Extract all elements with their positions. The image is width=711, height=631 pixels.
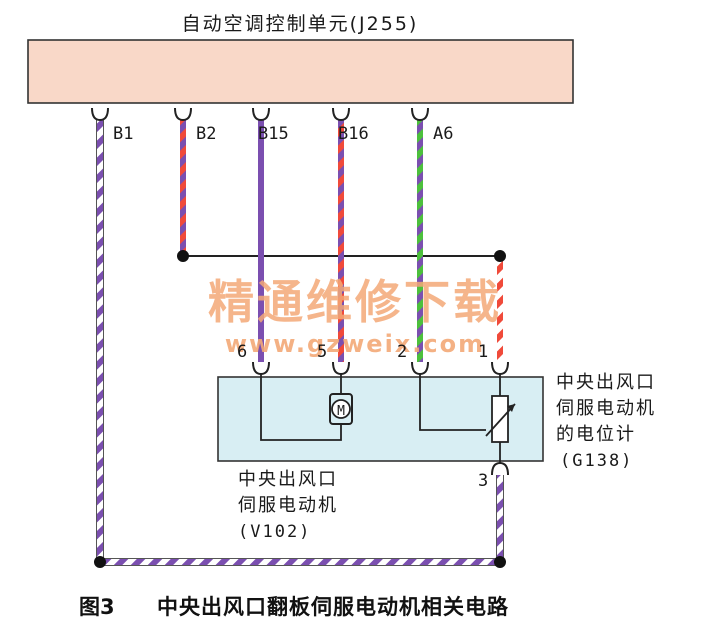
potentiometer-resistor-icon xyxy=(491,395,509,443)
pin-label-b15: B15 xyxy=(258,124,289,144)
motor-internal-wiring xyxy=(260,374,342,441)
connector-b1 xyxy=(91,107,109,122)
pot-name-line3: 的电位计 xyxy=(556,424,636,445)
junction-b2 xyxy=(177,250,189,262)
connector-pin3 xyxy=(491,461,509,476)
potentiometer-arrowhead-icon xyxy=(507,404,515,412)
connector-b2 xyxy=(174,107,192,122)
junctions xyxy=(94,250,506,568)
watermark-title: 精通维修下载 xyxy=(208,275,502,329)
connector-pin6 xyxy=(252,361,270,376)
junction-bottom-right xyxy=(494,556,506,568)
pin-label-5: 5 xyxy=(317,342,327,362)
controller-box xyxy=(27,39,574,104)
wire-b1 xyxy=(96,120,504,566)
pin-label-6: 6 xyxy=(237,342,247,362)
pin-label-b1: B1 xyxy=(113,124,133,144)
potentiometer-internal-wiring xyxy=(419,374,501,463)
pot-name-line2: 伺服电动机 xyxy=(556,398,656,419)
pin-label-3: 3 xyxy=(478,471,488,491)
pot-name-line1: 中央出风口 xyxy=(556,372,656,393)
motor-circle-icon xyxy=(331,399,351,419)
motor-symbol-label: M xyxy=(337,404,345,419)
pin-label-b16: B16 xyxy=(338,124,369,144)
connector-b16 xyxy=(332,107,350,122)
connector-a6 xyxy=(411,107,429,122)
motor-name-line2: 伺服电动机 xyxy=(238,495,338,516)
connector-pin5 xyxy=(332,361,350,376)
caption-text: 中央出风口翻板伺服电动机相关电路 xyxy=(157,595,509,619)
caption-figure: 图3 xyxy=(79,595,115,619)
pin-label-2: 2 xyxy=(397,342,407,362)
connector-pin2 xyxy=(411,361,429,376)
pot-name-line4: (G138) xyxy=(560,451,633,471)
pin-label-b2: B2 xyxy=(196,124,216,144)
connector-b15 xyxy=(252,107,270,122)
controller-title: 自动空调控制单元(J255) xyxy=(182,13,419,35)
pin-label-a6: A6 xyxy=(433,124,453,144)
junction-right xyxy=(494,250,506,262)
watermark-url: www.gzweix.com xyxy=(225,330,485,358)
connector-pin1 xyxy=(491,361,509,376)
motor-name-line3: (V102) xyxy=(238,522,311,542)
component-module-box xyxy=(217,376,544,462)
junction-bottom-left xyxy=(94,556,106,568)
controller-connectors xyxy=(91,107,429,122)
pin-label-1: 1 xyxy=(478,342,488,362)
motor-name-line1: 中央出风口 xyxy=(238,469,338,490)
